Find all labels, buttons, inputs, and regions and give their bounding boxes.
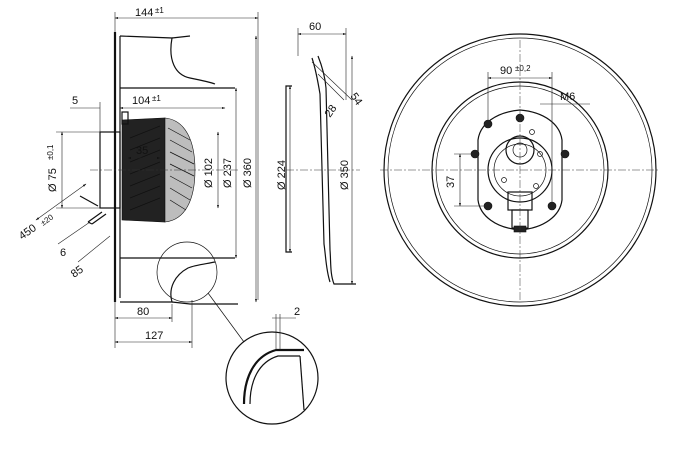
section-shroud-inner [311,57,331,283]
label-60: 60 [309,21,321,33]
tol-75: ±0,1 [46,144,55,160]
detail-circle-small [156,241,218,303]
label-75: Ø 75 [47,168,59,192]
label-104: 104 [132,95,150,107]
label-5: 5 [72,95,78,107]
label-35: 35 [136,145,148,157]
dim-line-54 [311,61,353,101]
label-450: 450 [17,222,39,242]
label-37: 37 [445,176,457,188]
label-224: Ø 224 [276,160,288,190]
label-360: Ø 360 [242,158,254,188]
label-102: Ø 102 [203,158,215,188]
section-view [285,28,360,285]
cable-gland [87,211,107,225]
mount-hole-right-top [560,149,570,159]
label-80: 80 [137,306,149,318]
label-m6: M6 [560,91,575,103]
label-237: Ø 237 [222,158,234,188]
label-127: 127 [145,330,163,342]
small-hole-3 [501,177,507,183]
detail-circle-large [225,331,319,425]
small-hole-4 [533,183,539,189]
tol-144: ±1 [155,6,164,15]
label-54: 54 [348,91,365,108]
top-blade-tip [171,35,191,39]
motor-plate [477,109,563,231]
detail-leader [207,292,245,343]
dim-line-85 [77,235,111,263]
dim-line-28 [317,73,345,101]
terminal-box [121,111,129,125]
front-view [380,33,660,307]
label-2: 2 [294,306,300,318]
detail-shroud-profile [242,348,304,405]
tol-90: ±0,2 [515,64,531,73]
label-28: 28 [323,103,340,120]
detail-edge [299,355,305,411]
small-hole-1 [529,129,535,135]
detail-view [225,314,319,425]
label-350: Ø 350 [339,160,351,190]
dim-line-6 [57,221,91,245]
cable-line [79,195,99,207]
label-144: 144 [135,7,153,19]
label-90: 90 [500,65,512,77]
section-shroud-outer [317,55,356,285]
bottom-blade-profile [120,261,216,303]
small-hole-2 [537,151,543,157]
tol-104: ±1 [152,94,161,103]
bottom-blade-tip [171,301,238,305]
dim-line-450 [35,183,87,221]
detail-shroud-inner [249,355,300,405]
label-6: 6 [60,247,66,259]
label-85: 85 [69,264,86,281]
side-view [35,12,259,348]
top-blade-profile [119,35,216,85]
tol-450: ±20 [39,212,55,227]
rotor-hatch [129,125,161,211]
